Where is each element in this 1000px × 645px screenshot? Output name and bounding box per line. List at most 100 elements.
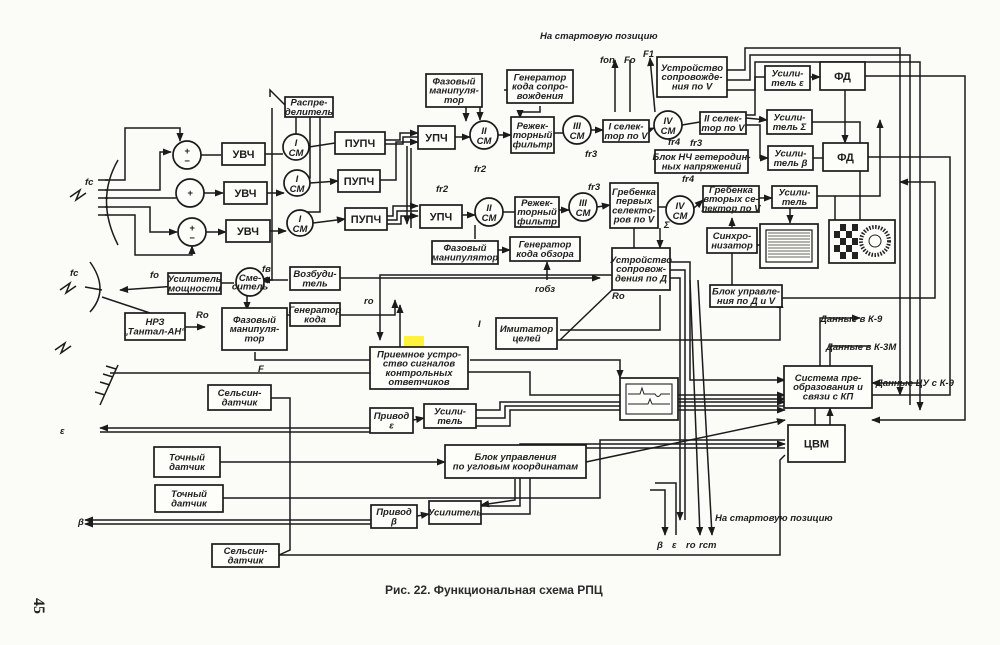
block-frame xyxy=(819,61,866,91)
block-frame xyxy=(611,247,671,291)
block-label-line: мощности xyxy=(168,283,221,294)
block-label-line: ФД xyxy=(834,71,851,83)
connection-line xyxy=(689,279,704,536)
indicator-screen-ppi xyxy=(828,219,896,264)
oscilloscope-screen xyxy=(619,377,679,421)
block-sinhro: Синхро-низатор xyxy=(706,227,758,254)
connection-line xyxy=(781,178,936,299)
connection-line xyxy=(105,206,178,236)
block-label-line: Приемное устро- xyxy=(377,349,461,360)
mixer-circle xyxy=(665,195,695,225)
block-label-line: Блок управле- xyxy=(712,287,780,298)
signal-label-fr3a: fr3 xyxy=(585,149,598,160)
block-label: Сельсин-датчик xyxy=(218,388,262,408)
signal-label-sigma: Σ xyxy=(663,220,670,231)
block-label-line: Генератор xyxy=(289,305,342,316)
connection-line xyxy=(812,121,864,251)
connection-line xyxy=(416,511,430,519)
connection-line xyxy=(223,439,785,499)
block-frame xyxy=(369,407,414,434)
signal-label-start-bot: На стартовую позицию xyxy=(715,513,833,524)
signal-lightning-icon xyxy=(59,280,77,296)
block-frame xyxy=(444,444,587,479)
mixer-label-line: IV xyxy=(676,201,686,212)
block-label-line: манипуля- xyxy=(230,324,280,335)
mixer-circle xyxy=(469,120,499,150)
signal-label-ro-out: ro xyxy=(686,540,696,551)
connection-line xyxy=(727,54,911,405)
connection-line xyxy=(380,138,419,181)
block-label-line: ЦВМ xyxy=(804,438,829,450)
signal-label-fon: fon xyxy=(600,55,615,66)
block-label-line: низатор xyxy=(711,240,753,251)
block-label-line: Система пре- xyxy=(795,373,862,384)
block-label-line: торный xyxy=(517,207,557,218)
mixer-label: + xyxy=(187,188,193,199)
mixer-label-line: II xyxy=(481,126,487,137)
mixer-label-line: СМ xyxy=(673,211,689,222)
mixer-circle xyxy=(562,115,592,145)
block-label-line: тель xyxy=(302,278,328,289)
block-label-line: II селек- xyxy=(704,114,742,125)
block-frame xyxy=(495,317,558,350)
block-label-line: ε xyxy=(389,420,394,431)
block-label: Усили-тель Σ xyxy=(773,113,807,133)
block-label-line: Гребенка xyxy=(709,185,753,196)
block-label: Блок управле-ния по Д и V xyxy=(712,287,780,307)
block-frame xyxy=(764,65,811,91)
block-label-line: ПУПЧ xyxy=(345,138,375,150)
block-label-line: тор xyxy=(444,95,464,106)
mixer-label: Сме-ситель xyxy=(232,273,269,293)
signal-label-k9: Данные в К-9 xyxy=(819,314,883,325)
block-label-line: кода xyxy=(304,314,326,325)
block-frame xyxy=(337,169,381,193)
block-frame xyxy=(153,446,221,478)
block-usil-top-r: Усили-тель xyxy=(771,185,818,209)
block-label-line: НРЗ xyxy=(146,317,165,328)
block-label: Сельсин-датчик xyxy=(224,546,268,566)
mixer-label-line: − xyxy=(184,156,190,167)
block-label-line: селекто- xyxy=(612,205,656,216)
mixer-label-line: + xyxy=(189,223,195,234)
block-label-line: УВЧ xyxy=(237,226,259,238)
block-label: Возбуди-тель xyxy=(293,269,336,289)
block-frame xyxy=(654,149,749,174)
block-label: УВЧ xyxy=(237,226,259,238)
block-frame xyxy=(514,196,560,228)
block-label: Усили-тель ε xyxy=(771,69,804,89)
mixer-label-line: I xyxy=(299,214,302,225)
block-label-line: Синхро- xyxy=(713,231,751,242)
signal-label-Ro-mid: Ro xyxy=(612,291,625,302)
connection-line xyxy=(308,142,336,148)
block-label-line: ответчиков xyxy=(388,377,449,388)
mixer-label-line: III xyxy=(573,121,581,132)
block-label-line: ных напряжений xyxy=(662,161,742,172)
connection-line xyxy=(443,371,786,399)
block-frame xyxy=(344,207,388,231)
signal-label-Fo: Fo xyxy=(624,55,636,66)
block-label: Усили-тель β xyxy=(774,149,808,169)
signal-label-I: I xyxy=(478,319,481,330)
block-label: Усили-тель xyxy=(434,407,466,427)
mixer-label-line: + xyxy=(187,188,193,199)
block-label-line: тель xyxy=(782,197,808,208)
mixer-label-line: СМ xyxy=(576,208,592,219)
